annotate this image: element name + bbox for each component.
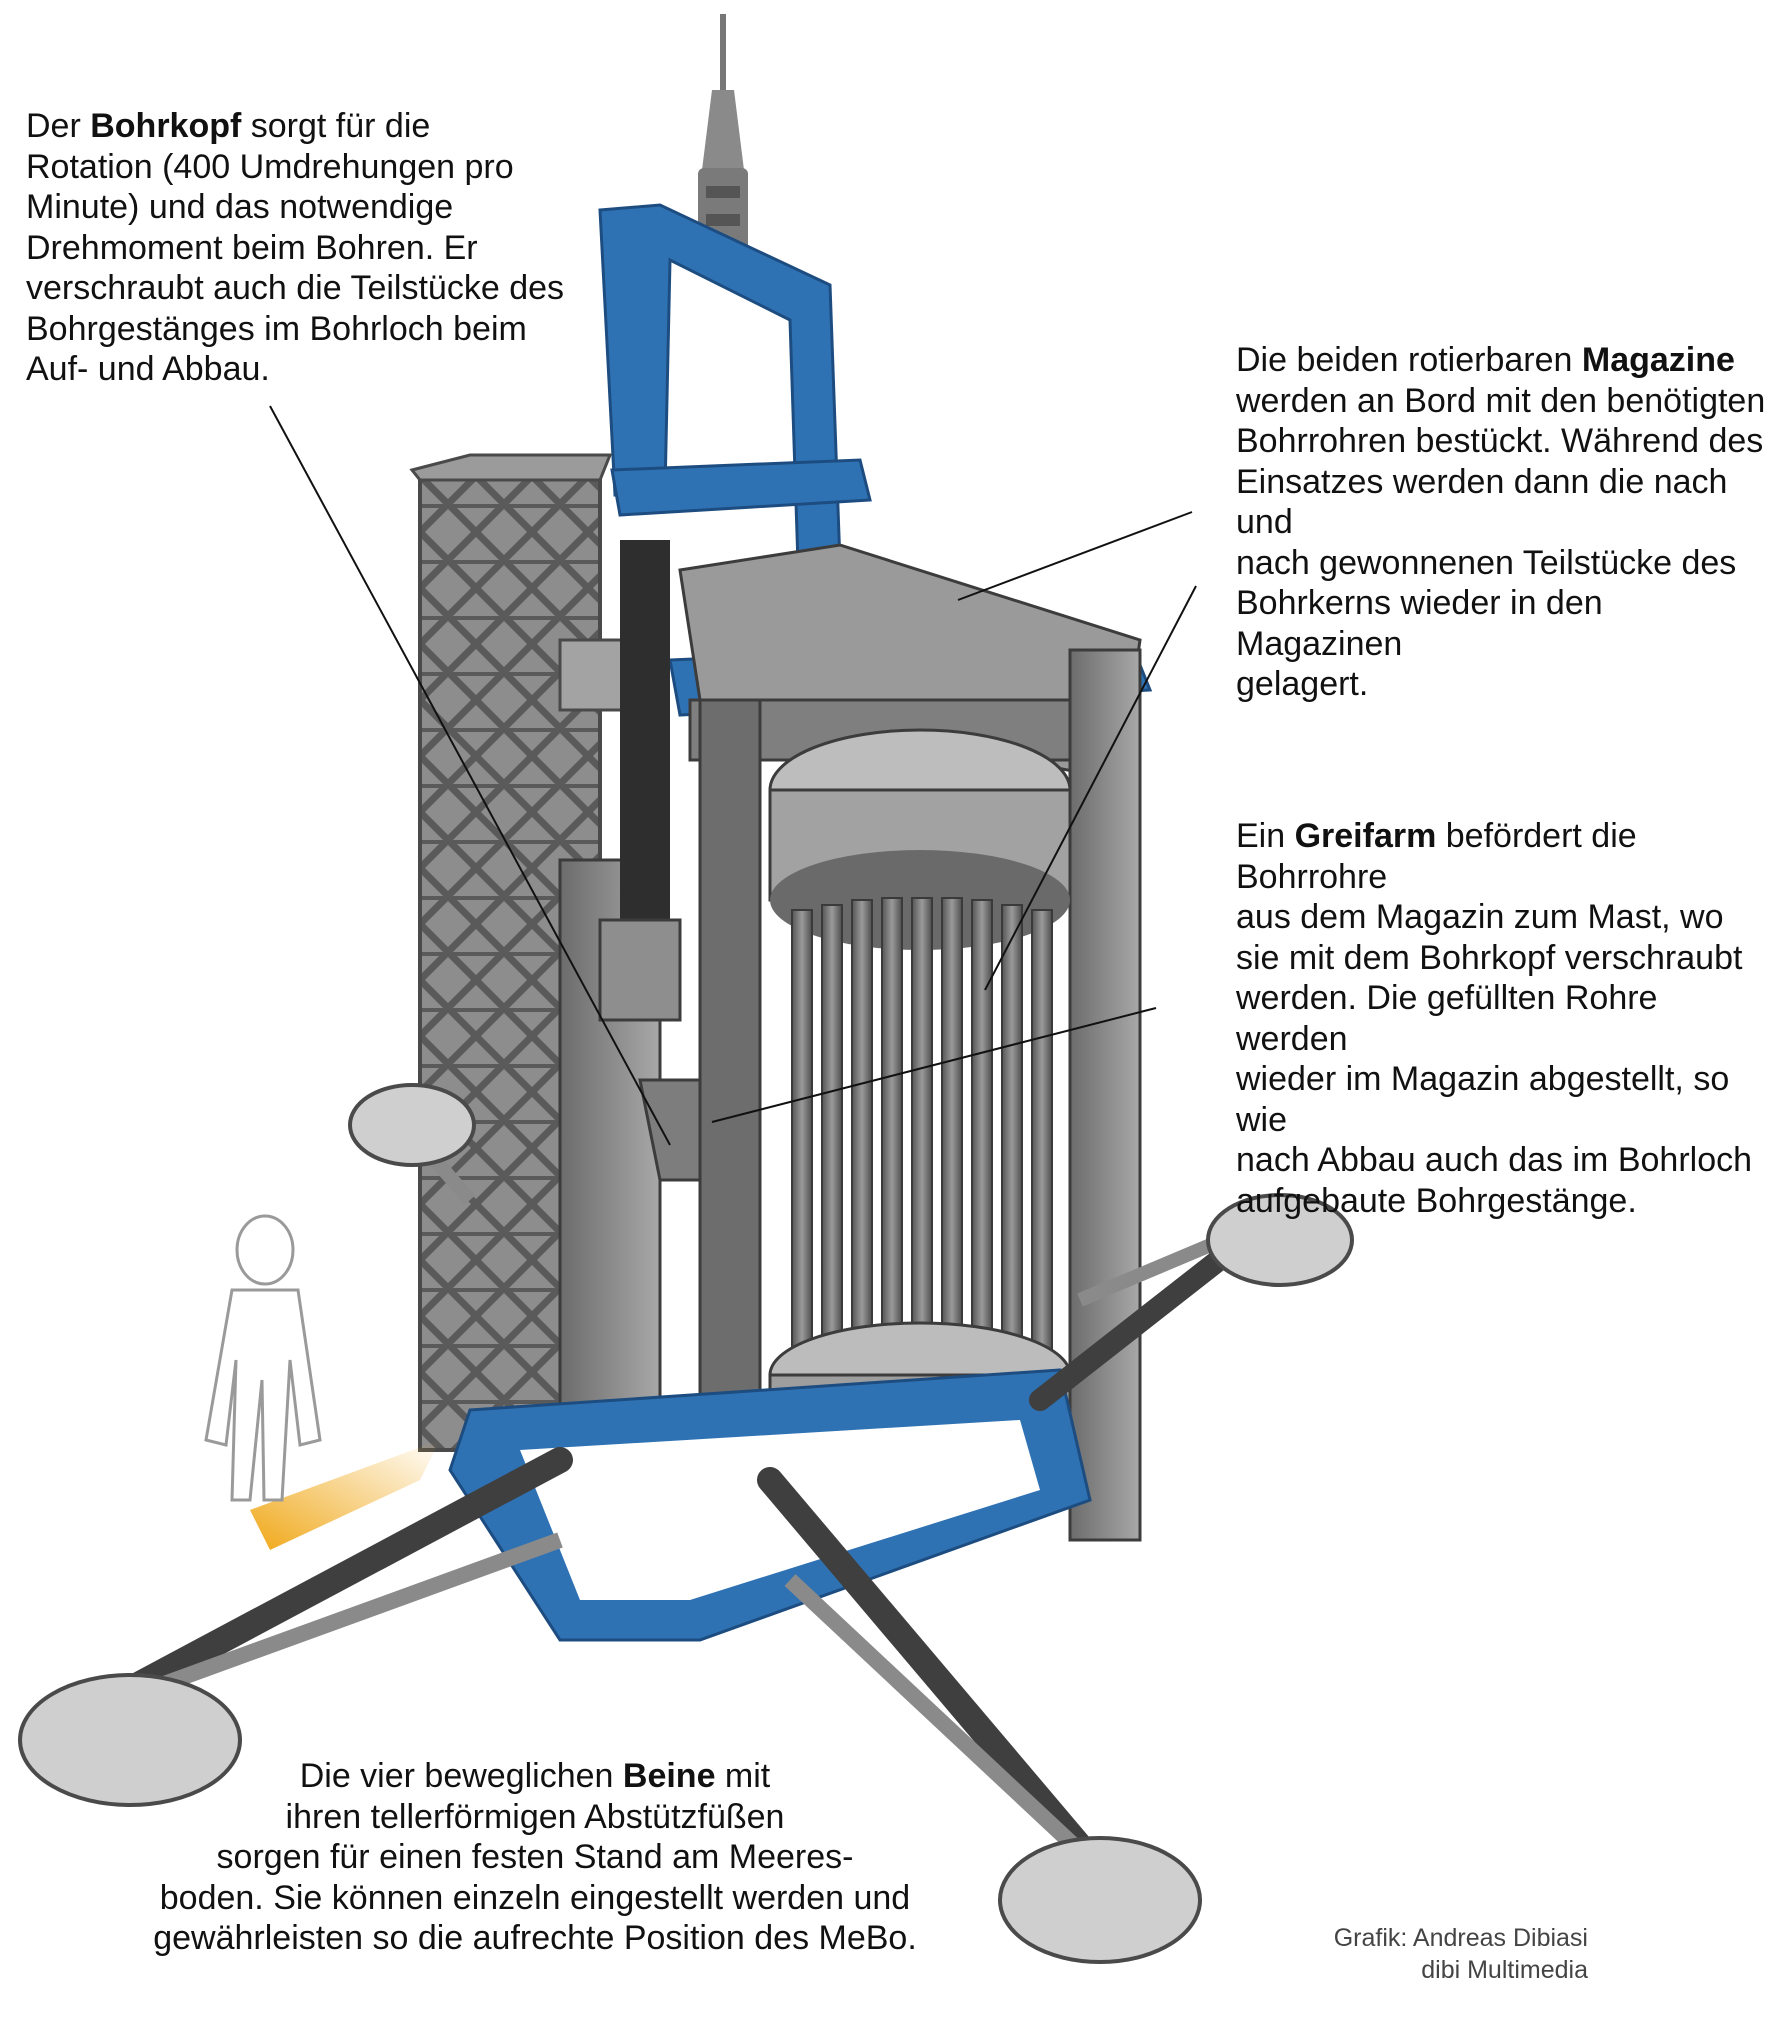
drill-head-assembly [558,540,722,1462]
support-legs [97,1115,1281,1883]
drill-tubes [791,897,1053,1384]
caption-greifarm: Ein Greifarm befördert die Bohrrohre aus… [1236,816,1776,1221]
caption-greifarm-rest: befördert die Bohrrohre aus dem Magazin … [1236,817,1753,1220]
caption-bohrkopf-keyword: Bohrkopf [90,107,242,145]
caption-beine-text: Die vier beweglichen [299,1757,623,1795]
base-frame [448,1368,1092,1642]
caption-greifarm-text: Ein [1236,817,1295,855]
caption-magazine: Die beiden rotierbaren Magazine werden a… [1236,340,1776,705]
caption-beine: Die vier beweglichen Beine mit ihren tel… [110,1756,960,1959]
caption-greifarm-keyword: Greifarm [1294,817,1437,855]
suspension-cable [698,14,748,260]
credit-author: Grafik: Andreas Dibiasi [1333,1924,1588,1952]
caption-bohrkopf-text: Der [26,107,91,145]
foot-pads [18,1083,1354,1964]
leader-lines [269,405,1197,1146]
credit-agency: dibi Multimedia [1421,1956,1588,1984]
caption-magazine-rest: werden an Bord mit den benötigten Bohrro… [1236,381,1766,703]
magazine-frame [678,543,1142,1542]
caption-bohrkopf-rest: sorgt für die Rotation (400 Umdrehungen … [26,107,565,388]
caption-magazine-text: Die beiden rotierbaren [1236,341,1582,379]
caption-magazine-keyword: Magazine [1581,341,1735,379]
caption-bohrkopf: Der Bohrkopf sorgt für die Rotation (400… [26,106,586,390]
human-scale-figure [204,1214,440,1550]
caption-beine-rest: mit ihren tellerförmigen Abstützfüßen so… [153,1757,917,1957]
caption-beine-keyword: Beine [622,1757,716,1795]
